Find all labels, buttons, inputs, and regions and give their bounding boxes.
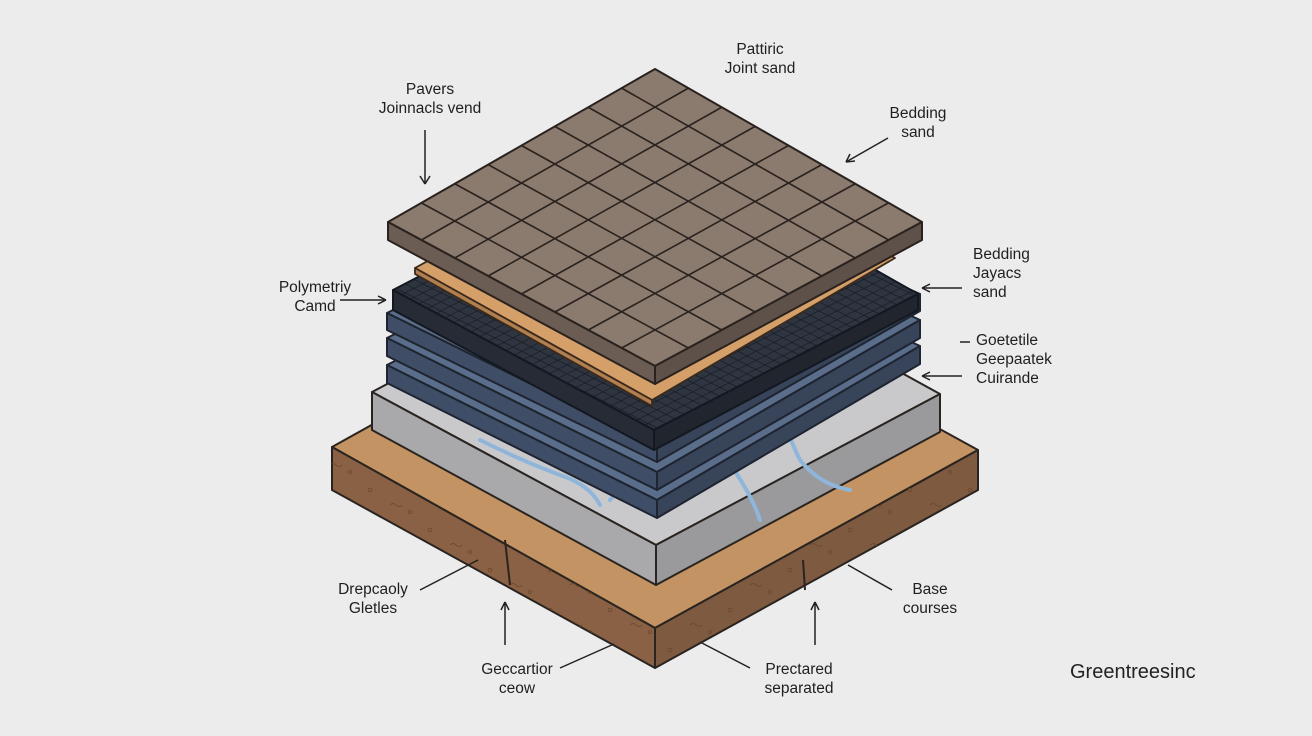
paver-joint-line (521, 144, 789, 295)
paver-joint-line (554, 163, 823, 313)
paver-joint-line (554, 125, 823, 277)
paver-joint-line (621, 87, 890, 241)
leader-lines (340, 130, 970, 669)
paver-joint-line (587, 106, 856, 259)
pavers-layer (387, 68, 923, 385)
paver-joint-line (621, 202, 890, 349)
paver-joint-line (587, 183, 856, 331)
brand-watermark: Greentreesinc (1070, 661, 1196, 683)
